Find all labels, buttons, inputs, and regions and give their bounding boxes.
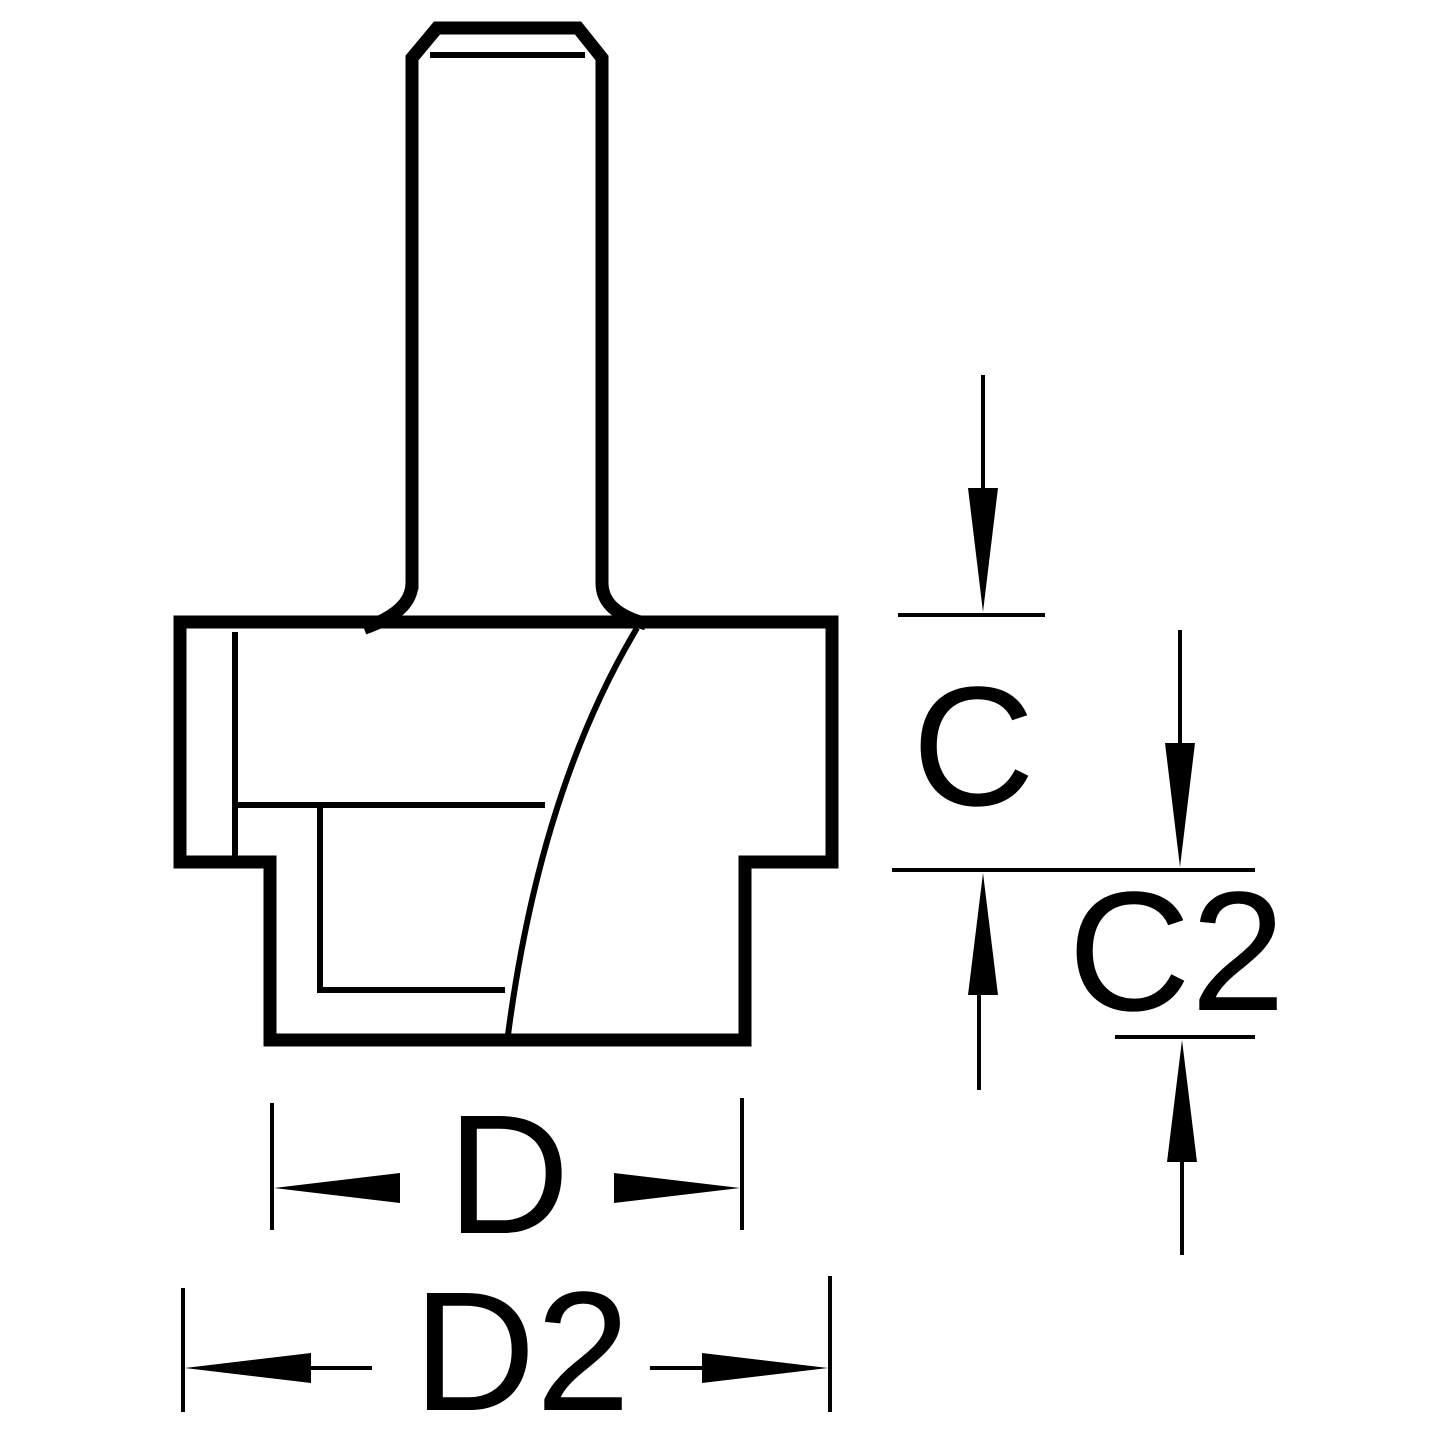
c2-bottom-arrow-head bbox=[1167, 1040, 1197, 1162]
upper-flute-line bbox=[232, 632, 545, 808]
d2-label: D2 bbox=[413, 1257, 630, 1445]
d-right-arrow-head bbox=[614, 1173, 740, 1203]
c2-label: C2 bbox=[1068, 857, 1285, 1047]
d-label: D bbox=[447, 1080, 570, 1270]
lower-flute-line bbox=[235, 802, 505, 993]
d-left-arrow-head bbox=[274, 1173, 400, 1203]
flute-curve bbox=[505, 626, 640, 1036]
c2-top-arrow-head bbox=[1165, 743, 1195, 867]
cutter-outline bbox=[173, 615, 839, 1047]
shank-outline bbox=[361, 21, 649, 635]
c-label: C bbox=[912, 652, 1035, 842]
d2-left-arrow-head bbox=[185, 1353, 311, 1383]
c-arrow-head bbox=[968, 488, 998, 612]
d2-right-arrow-head bbox=[702, 1353, 828, 1383]
c-bottom-arrow-head bbox=[968, 873, 998, 995]
